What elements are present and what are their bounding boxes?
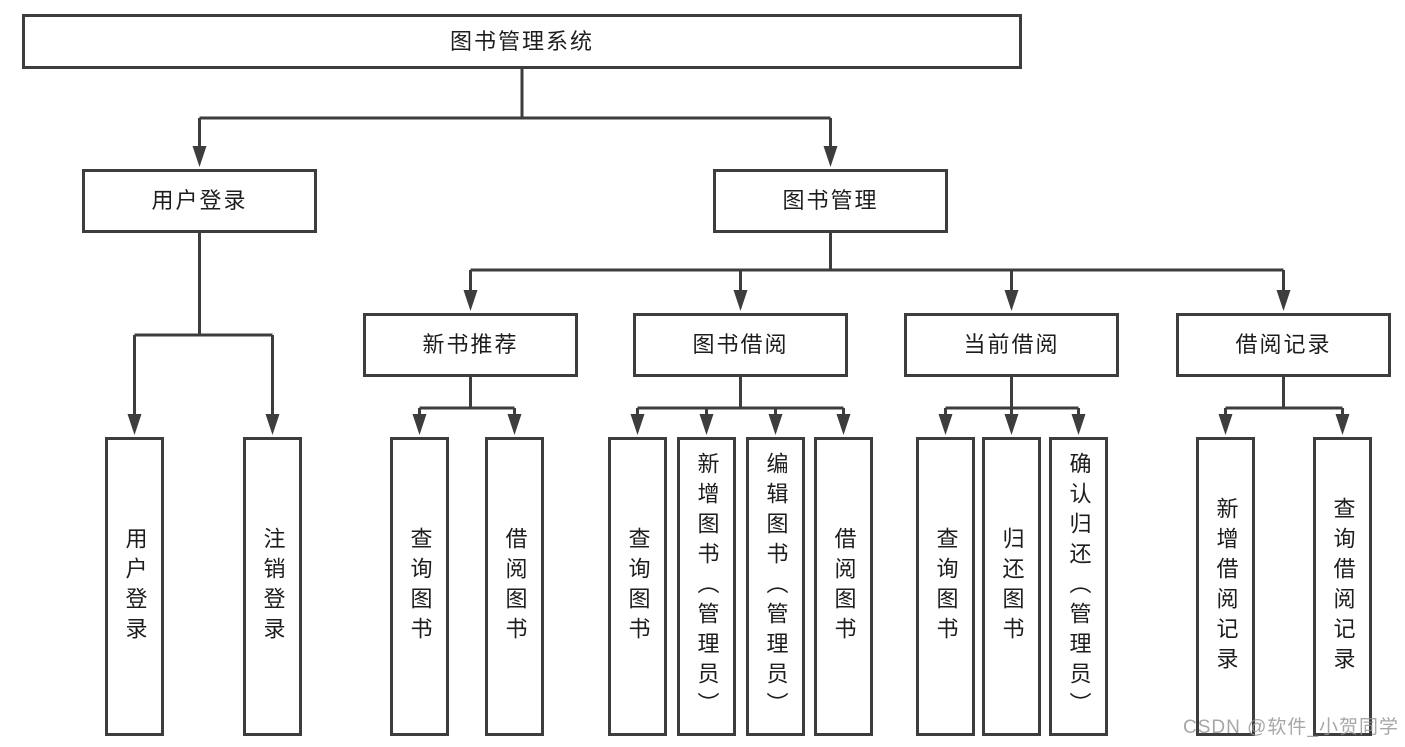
node-label: 新增图书（管理员） [694, 451, 720, 722]
leaf-user-login: 用户登录 [105, 437, 164, 736]
arrowhead [412, 414, 427, 435]
connector-book-borrow-subtree [636, 377, 845, 418]
connector-borrow-records-subtree [1224, 377, 1344, 418]
connector-root-to-level2 [198, 68, 832, 150]
arrowhead [1218, 414, 1233, 435]
arrowhead [1004, 414, 1019, 435]
node-label: 借阅图书 [831, 526, 857, 647]
node-current-borrow: 当前借阅 [904, 313, 1119, 377]
node-label: 图书借阅 [692, 332, 789, 357]
leaf-edit-book-admin: 编辑图书（管理员） [746, 437, 805, 736]
node-label: 注销登录 [260, 526, 286, 647]
node-label: 图书管理系统 [449, 28, 594, 54]
leaf-borrow-books: 借阅图书 [485, 437, 544, 736]
leaf-borrow-books: 借阅图书 [814, 437, 873, 736]
node-label: 借阅记录 [1235, 332, 1332, 357]
node-new-book-recommend: 新书推荐 [363, 313, 578, 377]
node-user-login: 用户登录 [82, 169, 317, 233]
leaf-query-books: 查询图书 [916, 437, 975, 736]
arrowhead [768, 414, 783, 435]
node-label: 查询图书 [933, 526, 959, 647]
node-borrow-records: 借阅记录 [1176, 313, 1391, 377]
node-label: 新书推荐 [422, 332, 519, 357]
node-label: 图书管理 [782, 188, 879, 213]
connector-book-mgmt-to-level3 [469, 233, 1285, 294]
node-label: 查询图书 [625, 526, 651, 647]
arrowhead [265, 414, 280, 435]
arrowhead [463, 290, 478, 311]
node-library-system: 图书管理系统 [22, 14, 1022, 69]
leaf-return-book: 归还图书 [982, 437, 1041, 736]
arrowhead [630, 414, 645, 435]
node-label: 编辑图书（管理员） [763, 451, 789, 722]
node-label: 确认归还（管理员） [1066, 451, 1092, 722]
node-label: 当前借阅 [963, 332, 1060, 357]
arrowhead [1335, 414, 1350, 435]
node-book-borrow: 图书借阅 [633, 313, 848, 377]
node-label: 新增借阅记录 [1213, 496, 1239, 677]
leaf-add-book-admin: 新增图书（管理员） [677, 437, 736, 736]
leaf-query-borrow-record: 查询借阅记录 [1313, 437, 1372, 736]
node-label: 查询借阅记录 [1330, 496, 1356, 677]
arrowhead [127, 414, 142, 435]
arrowhead [507, 414, 522, 435]
node-label: 归还图书 [999, 526, 1025, 647]
node-label: 用户登录 [151, 188, 248, 213]
leaf-confirm-return-admin: 确认归还（管理员） [1049, 437, 1108, 736]
arrowhead [699, 414, 714, 435]
arrowhead [938, 414, 953, 435]
arrowhead [192, 146, 207, 167]
node-label: 用户登录 [122, 526, 148, 647]
arrowhead [733, 290, 748, 311]
connector-new-book-subtree [418, 377, 516, 418]
arrowhead [1071, 414, 1086, 435]
connector-user-login-subtree [133, 233, 274, 418]
csdn-watermark: CSDN @软件_小贺同学 [1183, 717, 1399, 738]
node-label: 借阅图书 [502, 526, 528, 647]
arrowhead [1004, 290, 1019, 311]
connector-current-borrow-subtree [944, 377, 1080, 418]
arrowhead [1276, 290, 1291, 311]
node-label: 查询图书 [407, 526, 433, 647]
leaf-logout: 注销登录 [243, 437, 302, 736]
arrowhead [836, 414, 851, 435]
arrowheads [127, 146, 1350, 435]
leaf-query-books: 查询图书 [608, 437, 667, 736]
leaf-add-borrow-record: 新增借阅记录 [1196, 437, 1255, 736]
arrowhead [823, 146, 838, 167]
node-book-management: 图书管理 [713, 169, 948, 233]
leaf-query-books: 查询图书 [390, 437, 449, 736]
